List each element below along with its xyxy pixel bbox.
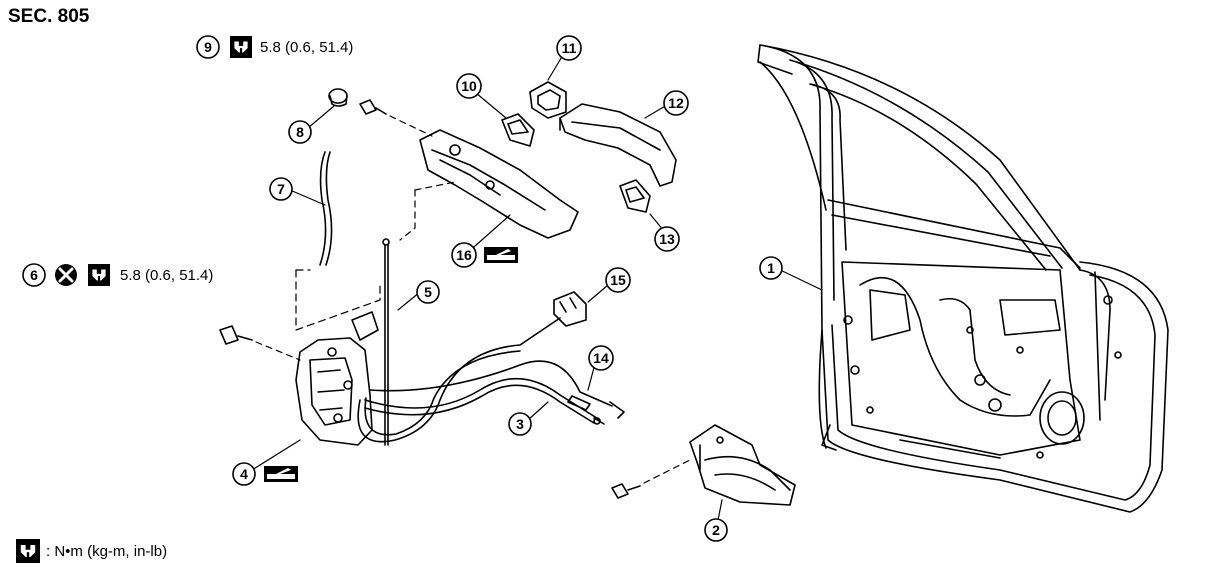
leader-lines: [251, 49, 823, 521]
outside-handle-bracket: [399, 129, 579, 241]
torque-wrench-icon: [230, 36, 252, 58]
door-lock-actuator: [219, 269, 381, 446]
bolt-nine: [359, 99, 433, 137]
svg-text:5: 5: [424, 284, 432, 300]
svg-text:2: 2: [712, 522, 720, 538]
svg-text:7: 7: [277, 181, 285, 197]
torque-legend: : N•m (kg-m, in-lb): [16, 539, 167, 563]
svg-text:1: 1: [767, 260, 775, 276]
part-label-10: 10: [456, 73, 482, 99]
handle-rear-gasket: [619, 179, 651, 213]
svg-text:13: 13: [659, 231, 675, 247]
svg-text:9: 9: [204, 39, 212, 55]
key-cylinder-escutcheon: [529, 81, 567, 119]
grommet: [328, 88, 348, 107]
svg-text:8: 8: [296, 124, 304, 140]
torque-callout-six: 6 5.8 (0.6, 51.4): [22, 263, 213, 287]
svg-text:5.8 (0.6, 51.4): 5.8 (0.6, 51.4): [260, 39, 353, 56]
torque-wrench-icon: [16, 539, 40, 563]
part-label-4: 4: [232, 462, 256, 486]
do-not-reuse-icon: [55, 264, 77, 286]
svg-text:10: 10: [461, 78, 477, 94]
part-label-2: 2: [704, 518, 728, 542]
part-label-8: 8: [288, 120, 312, 144]
part-label-5: 5: [416, 280, 440, 304]
legend-unit-text: : N•m (kg-m, in-lb): [46, 542, 168, 560]
svg-text:14: 14: [593, 350, 609, 366]
part-label-16: 16: [451, 242, 477, 268]
svg-text:16: 16: [456, 247, 472, 263]
outside-handle: [559, 103, 677, 187]
part-label-1: 1: [759, 256, 783, 280]
part-label-14: 14: [588, 345, 614, 371]
part-label-11: 11: [556, 35, 582, 61]
svg-text:11: 11: [562, 40, 577, 56]
part-label-13: 13: [654, 226, 680, 252]
grease-apply-icon: [484, 247, 518, 263]
door-seal-strip: [319, 151, 333, 266]
inside-handle: [611, 424, 796, 506]
svg-text:5.8 (0.6, 51.4): 5.8 (0.6, 51.4): [120, 267, 213, 284]
lock-rods-and-cables: [357, 238, 625, 446]
torque-callout-nine: 9 5.8 (0.6, 51.4): [196, 35, 353, 59]
torque-wrench-icon: [88, 264, 110, 286]
svg-text:3: 3: [516, 416, 524, 432]
svg-text:4: 4: [240, 466, 248, 482]
cable-clip: [553, 291, 587, 327]
door-panel: [757, 44, 1169, 513]
handle-gasket: [501, 113, 535, 147]
part-number-badges: 1 2 3 4 5 7 8 10: [232, 35, 783, 542]
part-label-7: 7: [269, 177, 293, 201]
section-title: SEC. 805: [8, 6, 90, 27]
svg-text:12: 12: [668, 95, 684, 111]
part-label-3: 3: [508, 412, 532, 436]
grease-apply-icon: [264, 466, 298, 482]
svg-text:15: 15: [610, 272, 626, 288]
svg-text:6: 6: [30, 267, 38, 283]
part-label-15: 15: [605, 267, 631, 293]
part-label-12: 12: [663, 90, 689, 116]
